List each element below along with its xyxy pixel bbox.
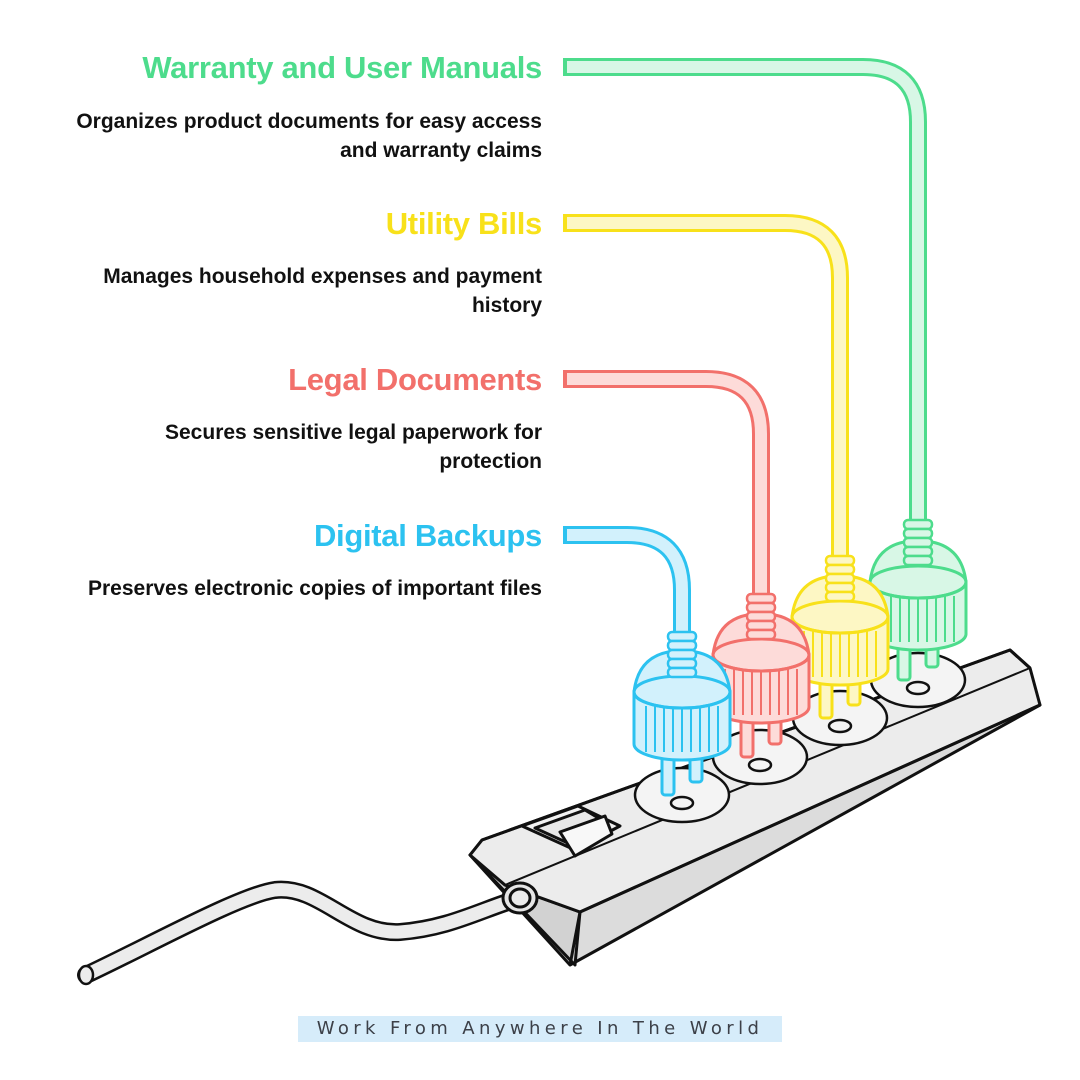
socket-1 — [633, 766, 731, 824]
utility-bills-title: Utility Bills — [385, 206, 543, 241]
warranty-plug-icon — [563, 58, 968, 682]
power-cord — [77, 880, 529, 986]
legal-documents-cable — [565, 370, 770, 594]
warranty-cable — [565, 58, 927, 520]
legal-documents-title: Legal Documents — [288, 362, 542, 397]
utility-bills-plug-icon — [563, 214, 890, 720]
digital-backups-title: Digital Backups — [313, 518, 542, 553]
footer-banner: Work From Anywhere In The World — [298, 1016, 782, 1042]
power-switch — [520, 804, 622, 858]
utility-bills-description: Manages household expenses and payment h… — [103, 265, 542, 317]
digital-backups-plug-icon — [563, 526, 732, 797]
utility-bills-cable — [565, 214, 849, 556]
warranty-description: Organizes product documents for easy acc… — [76, 110, 542, 162]
plug-group — [563, 58, 968, 797]
legal-documents-plug-icon — [563, 370, 811, 759]
digital-backups-description: Preserves electronic copies of important… — [87, 577, 542, 600]
warranty-title: Warranty and User Manuals — [142, 50, 542, 85]
legal-documents-description: Secures sensitive legal paperwork for pr… — [165, 421, 542, 473]
